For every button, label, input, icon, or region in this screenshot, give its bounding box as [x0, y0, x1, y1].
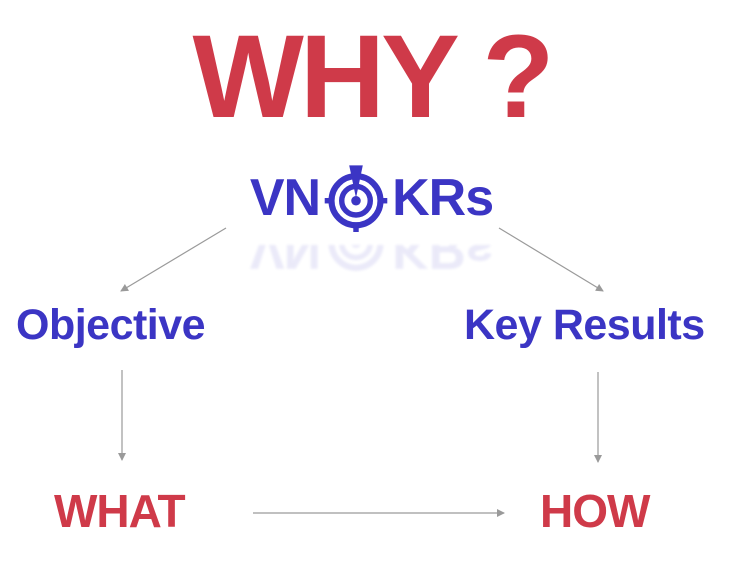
logo-right-text: KRs	[392, 168, 494, 227]
target-icon	[324, 164, 388, 232]
what-label: WHAT	[54, 485, 186, 537]
logo-reflection: VN KRs	[0, 245, 743, 280]
vnokrs-logo: VN KRs	[0, 150, 743, 245]
logo-left-text: VN	[249, 168, 321, 227]
objective-label: Objective	[16, 301, 206, 349]
how-label: HOW	[540, 485, 650, 537]
key-results-label: Key Results	[464, 301, 705, 349]
arrow-logo-to-key-results	[498, 227, 604, 292]
arrow-logo-to-objective	[120, 227, 227, 292]
why-heading: WHY ?	[192, 11, 554, 143]
target-icon-reflection	[328, 245, 384, 271]
